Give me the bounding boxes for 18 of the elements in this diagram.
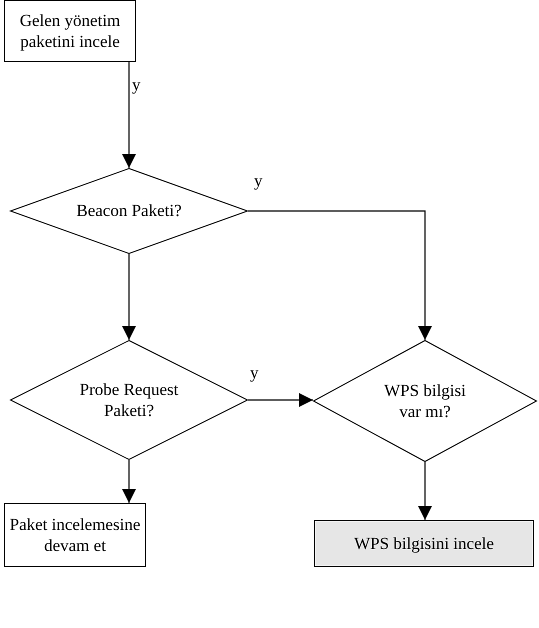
decision-diamond [10,168,248,254]
node-text: Gelen yönetim paketini incele [18,10,122,52]
node-text: Beacon Paketi? [75,200,183,222]
process-box [4,503,146,567]
node-text: WPS bilgisini incele [353,532,495,554]
arrow [248,210,432,340]
arrow [122,62,136,168]
arrow [122,460,136,503]
process-box [4,0,136,62]
node-text: WPS bilgisi var mı? [383,380,467,422]
node-text: Probe Request Paketi? [78,378,180,422]
arrow [248,393,313,407]
decision-diamond [313,340,537,462]
arrow [418,462,432,520]
node-text: Paket incelemesine devam et [8,514,142,556]
process-box [314,520,534,567]
decision-diamond [10,340,248,460]
arrow [122,254,136,340]
